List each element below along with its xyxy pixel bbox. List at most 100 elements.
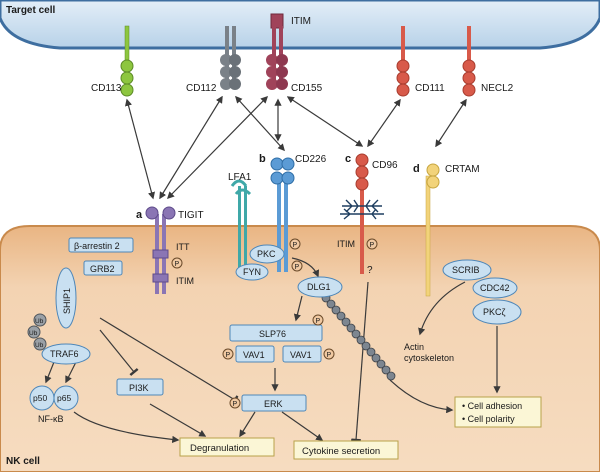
itt-label: ITT: [176, 242, 190, 252]
pkcz-shape: [472, 299, 522, 325]
ship1-shape: [55, 267, 77, 329]
vav1-right-box: [282, 345, 322, 363]
pkcz-label: PKCζ: [483, 307, 506, 317]
p65-label: p65: [57, 393, 71, 403]
traf6-shape: [41, 343, 91, 365]
tigit-phospho-label: P: [175, 261, 180, 268]
cd111-label: CD111: [415, 83, 445, 94]
erk-label: ERK: [264, 399, 283, 409]
fyn-label: FYN: [243, 267, 261, 277]
section-d-letter: d: [413, 163, 420, 175]
actin-label-line1: Actin: [404, 342, 424, 352]
cd226-label: CD226: [295, 154, 327, 165]
signaling-arrows: [44, 257, 501, 443]
section-a-letter: a: [136, 209, 143, 221]
traf6-label: TRAF6: [50, 349, 79, 359]
ship1-label: SHIP1: [62, 288, 72, 314]
vav1-right-phospho-label: P: [327, 352, 332, 359]
cd96-phospho-label: P: [370, 242, 375, 249]
cd226-phospho-label: P: [295, 264, 300, 271]
cd113-receptor: [120, 25, 134, 97]
grb2-box: [83, 260, 123, 276]
ub-label-1: Ub: [35, 318, 44, 325]
cytokine-box: [293, 440, 399, 460]
pkc-shape: [249, 244, 285, 264]
cd96-phospho-icon: [366, 238, 378, 250]
cdc42-label: CDC42: [480, 283, 510, 293]
cdc42-shape: [472, 277, 518, 299]
cd113-label: CD113: [91, 83, 122, 94]
cd96-label: CD96: [372, 160, 398, 171]
itim-tigit-label: ITIM: [176, 276, 194, 286]
degranulation-box: [179, 437, 275, 457]
pi3k-label: PI3K: [129, 383, 149, 393]
necl2-receptor: [462, 26, 476, 97]
cytokine-label: Cytokine secretion: [302, 446, 380, 457]
erk-phospho-label: P: [233, 401, 238, 408]
cd155-receptor: [266, 13, 288, 90]
cell-adhesion-label: • Cell adhesion: [462, 401, 522, 411]
interaction-arrows: [124, 95, 467, 200]
degranulation-label: Degranulation: [190, 443, 249, 454]
ubiquitin-chain: [27, 313, 47, 351]
grb2-label: GRB2: [90, 264, 115, 274]
pkc-phospho-label: P: [293, 242, 298, 249]
cd96-receptor: [355, 153, 369, 274]
vav1-left-box: [235, 345, 275, 363]
beta-arrestin-box: [68, 237, 134, 253]
ub-label-3: Ub: [35, 342, 44, 349]
beta-arrestin-label: β-arrestin 2: [74, 241, 120, 251]
dlg1-label: DLG1: [307, 282, 331, 292]
cd226-phospho-icon: [291, 260, 303, 272]
nfkb-complex: [29, 385, 79, 411]
pi3k-box: [116, 378, 164, 396]
tigit-label: TIGIT: [178, 210, 204, 221]
lfa1-label: LFA1: [228, 172, 252, 183]
crtam-receptor: [425, 163, 440, 297]
slp76-phospho-label: P: [316, 318, 321, 325]
tigit-receptor: [145, 206, 176, 294]
p50-label: p50: [33, 393, 47, 403]
vav1-left-phospho-icon: [222, 348, 234, 360]
scrib-label: SCRIB: [452, 265, 480, 275]
cd226-receptor: [270, 157, 295, 272]
fyn-shape: [235, 263, 269, 281]
vav1-left-phospho-label: P: [226, 352, 231, 359]
itim-top-label: ITIM: [291, 16, 311, 27]
scrib-shape: [442, 259, 492, 281]
unknown-link-label: ?: [367, 265, 373, 276]
cd111-receptor: [396, 26, 410, 97]
dlg1-shape: [297, 276, 343, 298]
tigit-phospho-icon: [171, 257, 183, 269]
itim-cd96-label: ITIM: [337, 239, 355, 249]
actin-label-line2: cytoskeleton: [404, 353, 454, 363]
cd112-receptor: [220, 26, 241, 90]
nk-cell-label: NK cell: [6, 456, 40, 467]
cell-outcome-box: [454, 396, 542, 428]
erk-box: [241, 394, 307, 412]
nfkb-label: NF-κB: [38, 414, 64, 424]
slp76-box: [229, 324, 323, 342]
section-b-letter: b: [259, 153, 266, 165]
target-cell-label: Target cell: [6, 5, 55, 16]
vav1-left-label: VAV1: [243, 350, 265, 360]
ub-label-2: Ub: [29, 330, 38, 337]
pkc-phospho-icon: [289, 238, 301, 250]
glycosylation-icon: [340, 199, 384, 220]
pkc-label: PKC: [257, 249, 276, 259]
crtam-label: CRTAM: [445, 164, 480, 175]
necl2-label: NECL2: [481, 83, 514, 94]
vav1-right-label: VAV1: [290, 350, 312, 360]
slp76-phospho-icon: [312, 314, 324, 326]
lfa1-receptor: [230, 179, 252, 270]
cd155-label: CD155: [291, 83, 323, 94]
erk-phospho-icon: [229, 397, 241, 409]
vav1-right-phospho-icon: [323, 348, 335, 360]
cd112-label: CD112: [186, 83, 217, 94]
slp76-label: SLP76: [259, 329, 286, 339]
target-cell-membrane: [0, 0, 600, 50]
section-c-letter: c: [345, 153, 351, 165]
cell-polarity-label: • Cell polarity: [462, 414, 515, 424]
